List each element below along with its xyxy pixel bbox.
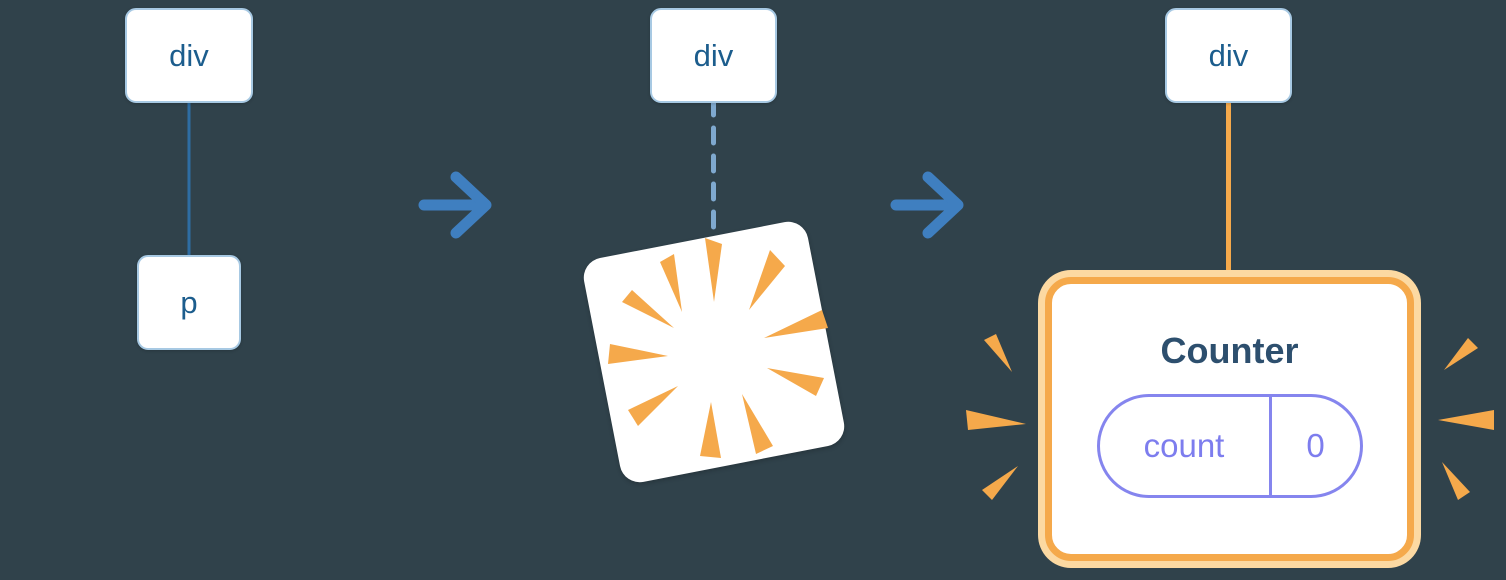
node-label: div [169, 37, 209, 73]
node-label: div [1208, 37, 1249, 73]
right-arrow-icon [890, 171, 964, 239]
right-arrow-icon [418, 171, 492, 239]
state-key: count [1143, 427, 1225, 464]
destroyed-node [574, 210, 854, 490]
explosion-sparks-icon [608, 238, 828, 458]
tree-node-div-before: div [125, 8, 253, 103]
component-title: Counter [1160, 330, 1299, 371]
tree-node-div-during: div [650, 8, 777, 103]
state-pill: count 0 [1096, 394, 1363, 498]
tree-node-div-after: div [1165, 8, 1292, 103]
tree-node-p: p [137, 255, 241, 350]
node-label: div [693, 37, 734, 73]
state-value: 0 [1306, 427, 1325, 464]
state-pill-divider [1268, 397, 1272, 495]
counter-component-card: Counter count 0 [1045, 277, 1414, 561]
node-label: p [180, 284, 198, 320]
